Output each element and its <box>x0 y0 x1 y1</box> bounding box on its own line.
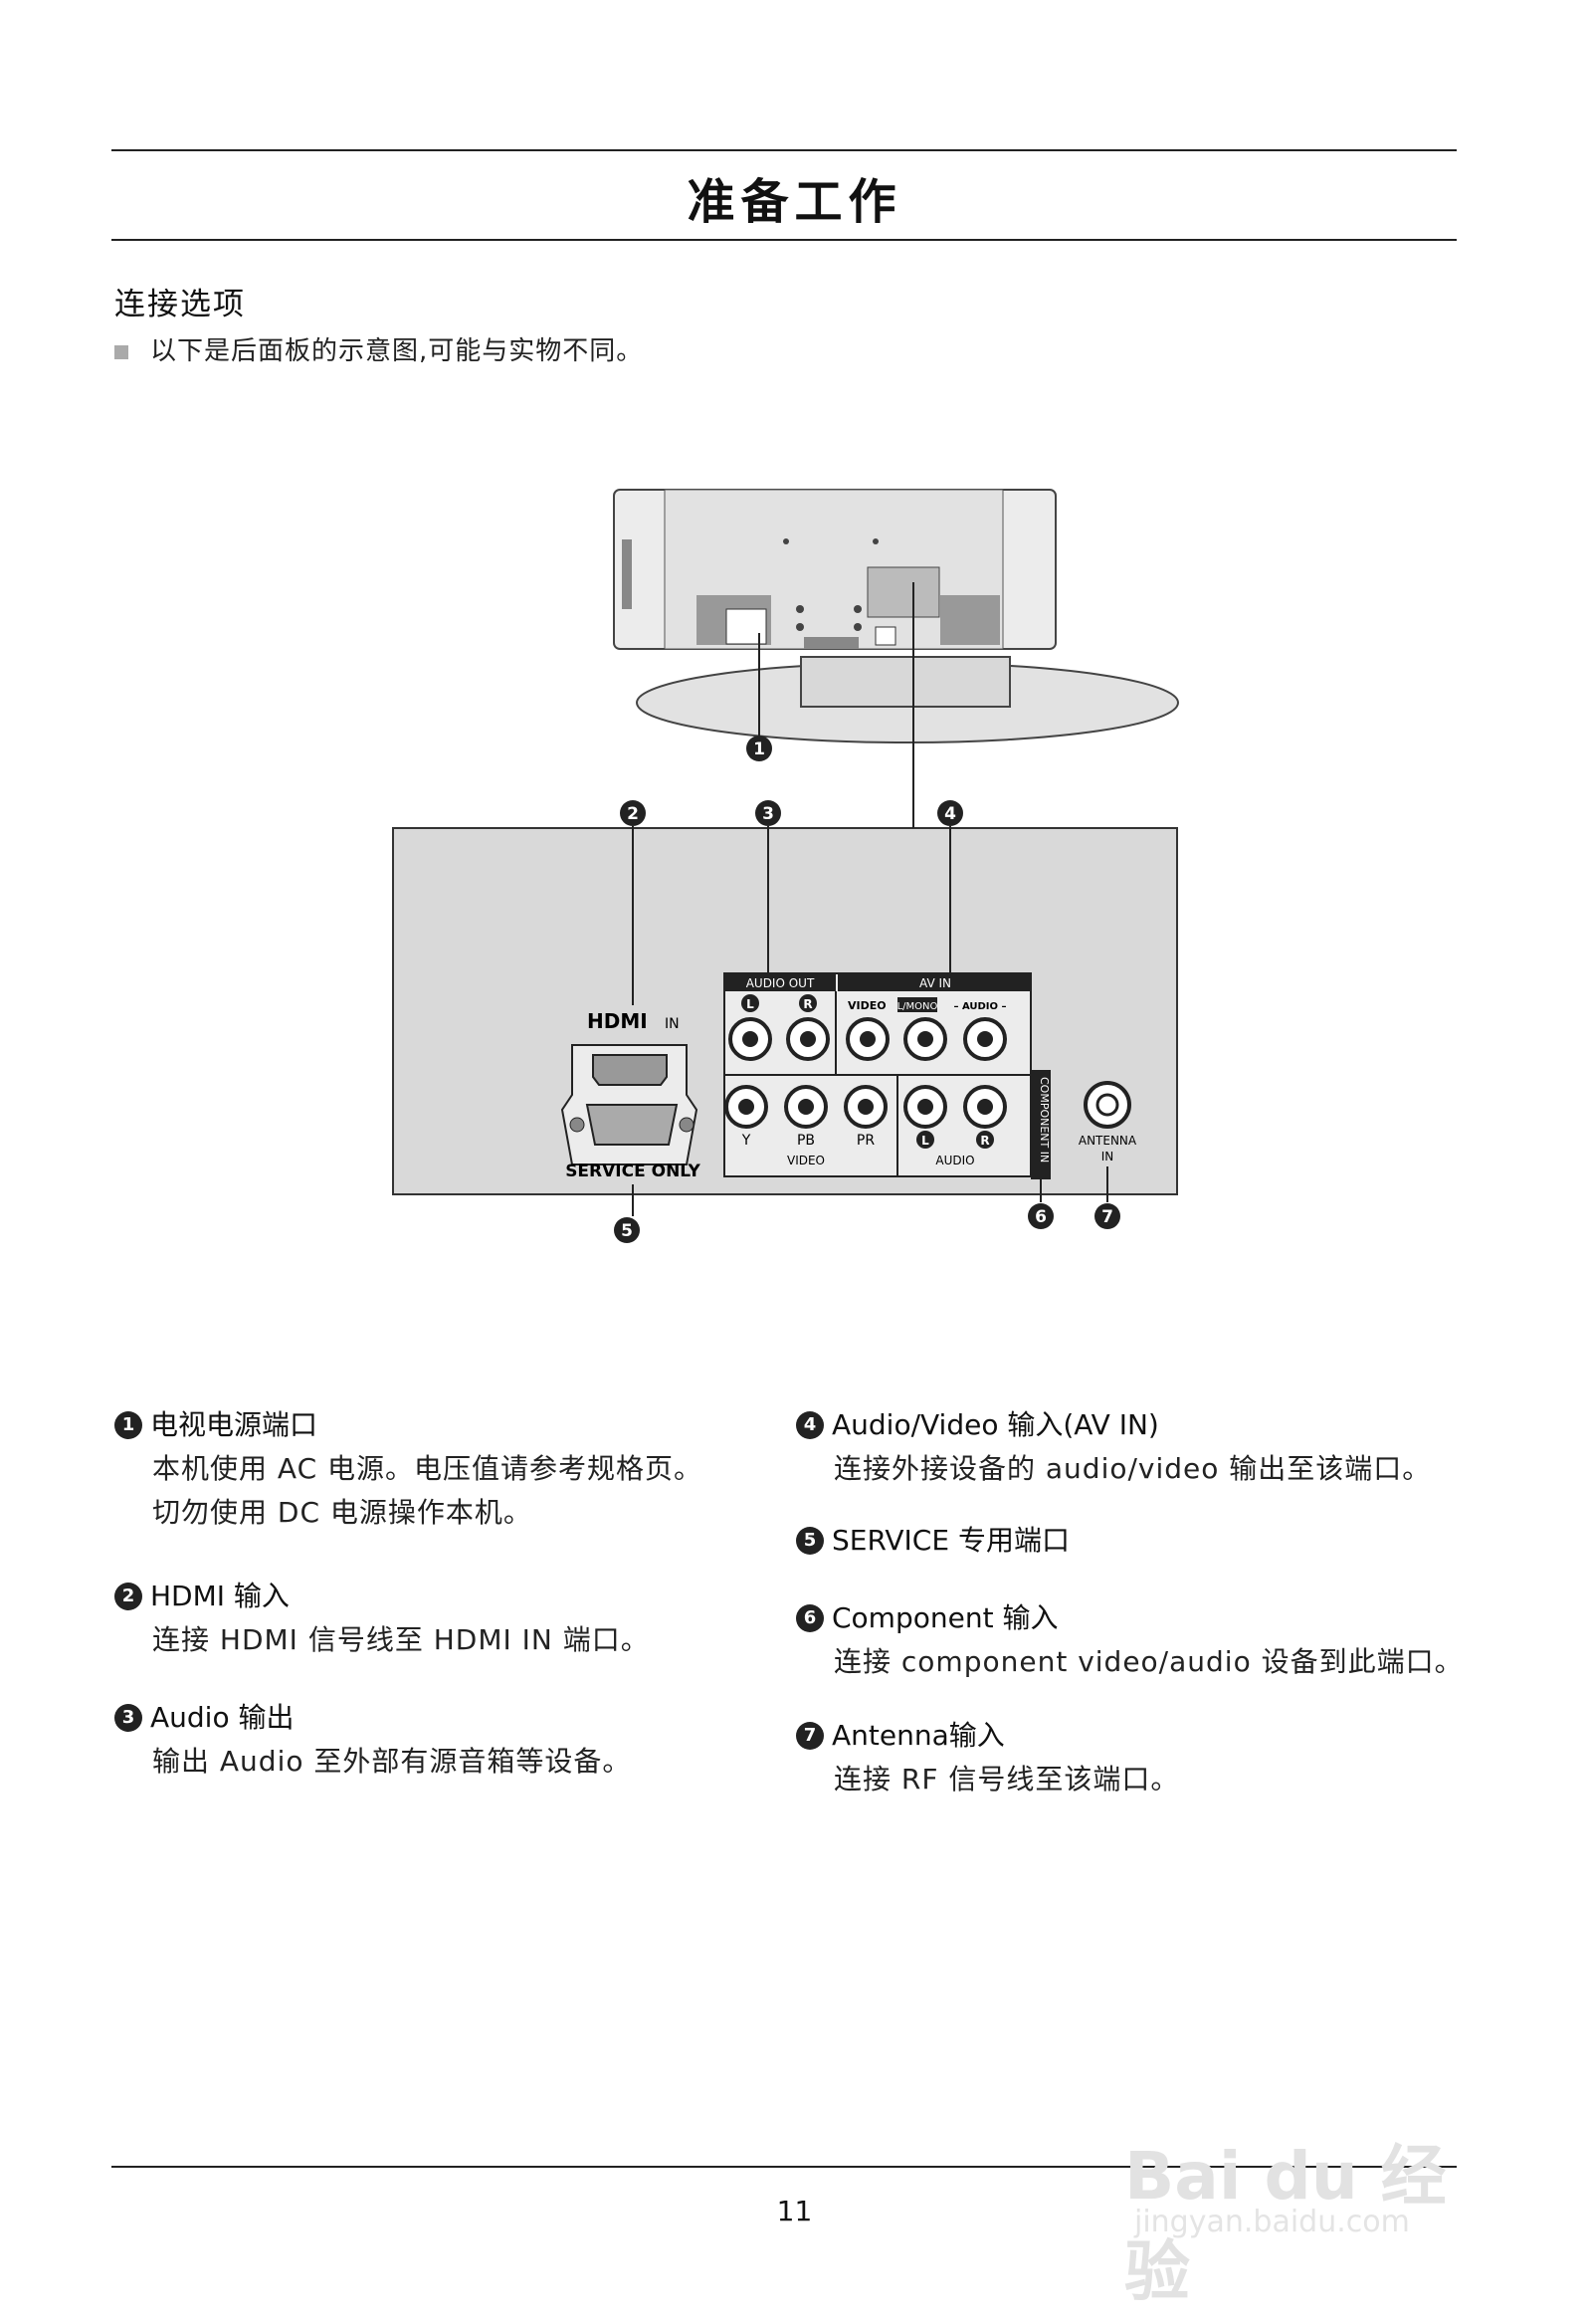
callout-1-label: 1 <box>753 739 765 759</box>
lmono-label: L/MONO <box>897 1001 938 1012</box>
watermark-brand: Bai du 经验 <box>1124 2138 1447 2310</box>
av-audio-label: – AUDIO – <box>953 1001 1006 1012</box>
number-3-icon: 3 <box>114 1704 142 1732</box>
item-6: 6 Component 输入 连接 component video/audio 设… <box>796 1596 1464 1684</box>
watermark-url: jingyan.baidu.com <box>1134 2205 1410 2239</box>
footer-rule <box>111 2166 1457 2168</box>
callout-3-icon <box>755 800 781 826</box>
item-1-line-2: 切勿使用 DC 电源操作本机。 <box>152 1496 532 1529</box>
item-5-title: SERVICE 专用端口 <box>832 1524 1070 1557</box>
service-port <box>585 1104 679 1146</box>
item-1-line-1: 本机使用 AC 电源。电压值请参考规格页。 <box>152 1452 703 1485</box>
component-video-label: VIDEO <box>787 1154 825 1167</box>
audio-out-label: AUDIO OUT <box>746 976 815 990</box>
page-title: 准备工作 <box>687 174 902 230</box>
hdmi-in-label: IN <box>665 1016 680 1032</box>
hdmi-logo: HDMI <box>587 1009 648 1033</box>
number-7-icon: 7 <box>796 1722 824 1750</box>
component-in-label: COMPONENT IN <box>1038 1077 1051 1162</box>
pr-label: PR <box>857 1133 875 1149</box>
item-7-line-1: 连接 RF 信号线至该端口。 <box>834 1763 1180 1796</box>
number-6-icon: 6 <box>796 1604 824 1632</box>
hdmi-port <box>592 1054 668 1086</box>
page-number: 11 <box>776 2195 813 2227</box>
callout-2-icon <box>620 800 646 826</box>
callout-4-label: 4 <box>944 804 956 824</box>
service-only-label: SERVICE ONLY <box>565 1162 700 1181</box>
antenna-in-label: IN <box>1101 1150 1114 1163</box>
callout-7-label: 7 <box>1101 1207 1113 1227</box>
item-3: 3 Audio 输出 输出 Audio 至外部有源音箱等设备。 <box>114 1696 631 1784</box>
callout-2-label: 2 <box>627 804 639 824</box>
callout-3-label: 3 <box>762 804 774 824</box>
title-rule <box>111 239 1457 241</box>
pb-label: PB <box>797 1133 815 1149</box>
callout-5-icon <box>614 1217 640 1243</box>
number-5-icon: 5 <box>796 1527 824 1555</box>
av-video-label: VIDEO <box>848 999 887 1012</box>
item-6-title: Component 输入 <box>832 1601 1059 1634</box>
item-2: 2 HDMI 输入 连接 HDMI 信号线至 HDMI IN 端口。 <box>114 1575 650 1662</box>
component-l-label: L <box>921 1134 929 1148</box>
item-4-title: Audio/Video 输入(AV IN) <box>832 1408 1159 1441</box>
callout-5-label: 5 <box>621 1221 633 1241</box>
baidu-watermark: Bai du 经验 jingyan.baidu.com <box>1114 2115 1483 2310</box>
item-5: 5 SERVICE 专用端口 <box>796 1519 1070 1563</box>
audio-out-l-label: L <box>746 997 754 1011</box>
number-1-icon: 1 <box>114 1411 142 1439</box>
callout-6-label: 6 <box>1035 1207 1047 1227</box>
number-2-icon: 2 <box>114 1583 142 1610</box>
component-audio-label: AUDIO <box>935 1154 974 1167</box>
square-bullet-icon <box>114 344 128 359</box>
item-4: 4 Audio/Video 输入(AV IN) 连接外接设备的 audio/vid… <box>796 1403 1431 1491</box>
callout-7-icon <box>1094 1203 1120 1229</box>
section-title: 连接选项 <box>114 287 246 322</box>
note-text: 以下是后面板的示意图,可能与实物不同。 <box>150 336 644 366</box>
tv-back-illustration <box>613 489 1179 743</box>
callout-1-icon <box>746 736 772 761</box>
top-rule <box>111 149 1457 151</box>
number-4-icon: 4 <box>796 1411 824 1439</box>
component-r-label: R <box>980 1134 989 1148</box>
antenna-jack <box>1084 1081 1131 1129</box>
item-1: 1 电视电源端口 本机使用 AC 电源。电压值请参考规格页。 切勿使用 DC 电源… <box>114 1403 702 1535</box>
item-1-title: 电视电源端口 <box>150 1408 318 1441</box>
item-2-line-1: 连接 HDMI 信号线至 HDMI IN 端口。 <box>152 1623 650 1656</box>
item-3-line-1: 输出 Audio 至外部有源音箱等设备。 <box>152 1745 632 1778</box>
item-7-title: Antenna输入 <box>832 1719 1005 1752</box>
av-in-label: AV IN <box>919 976 951 990</box>
item-2-title: HDMI 输入 <box>150 1580 290 1612</box>
note: 以下是后面板的示意图,可能与实物不同。 <box>114 330 643 367</box>
callout-6-icon <box>1028 1203 1054 1229</box>
item-3-title: Audio 输出 <box>150 1701 295 1734</box>
antenna-label: ANTENNA <box>1079 1134 1137 1148</box>
y-label: Y <box>741 1133 751 1149</box>
item-4-line-1: 连接外接设备的 audio/video 输出至该端口。 <box>834 1452 1432 1485</box>
audio-out-r-label: R <box>803 997 812 1011</box>
item-7: 7 Antenna输入 连接 RF 信号线至该端口。 <box>796 1714 1179 1801</box>
rear-panel-diagram: 1 2 3 4 HDMI IN SERVICE ONLY 5 AUDIO OUT… <box>392 489 1179 1243</box>
callout-4-icon <box>937 800 963 826</box>
item-6-line-1: 连接 component video/audio 设备到此端口。 <box>834 1645 1464 1678</box>
